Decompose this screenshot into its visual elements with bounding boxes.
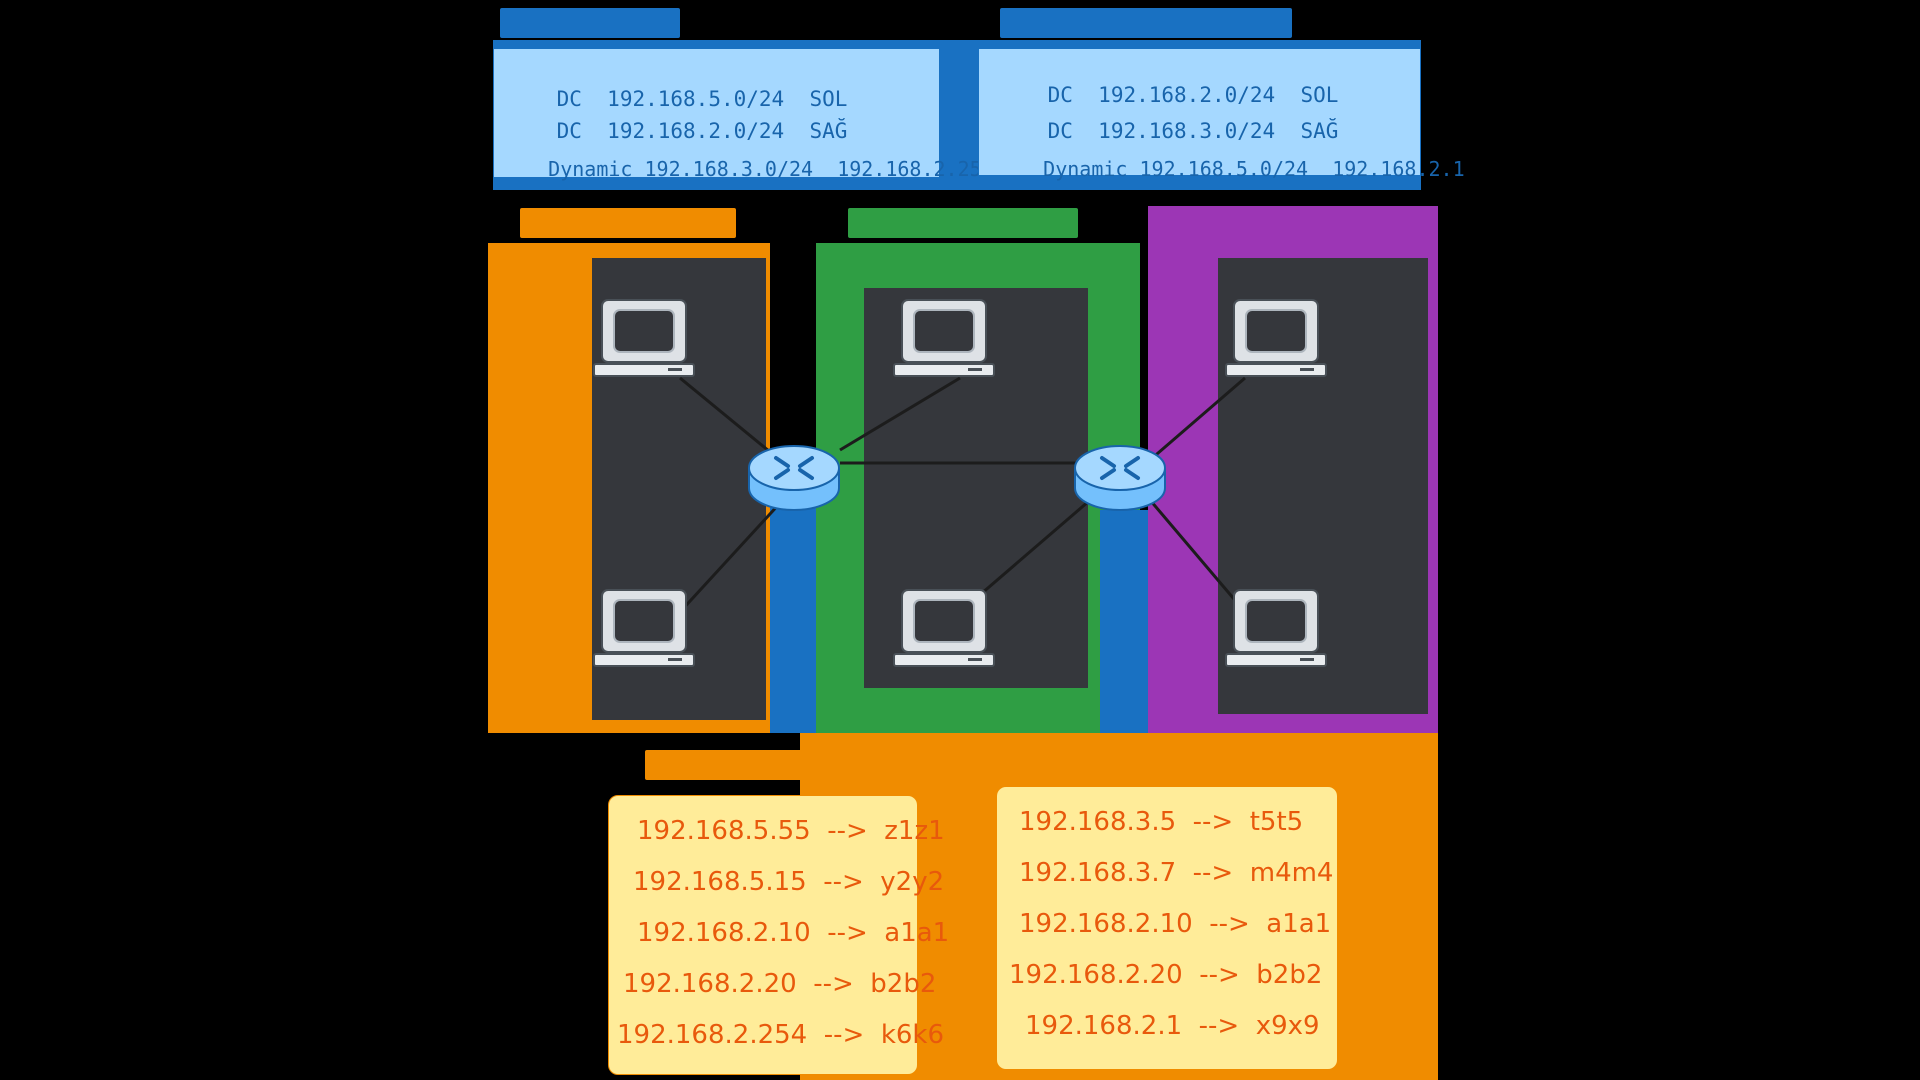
link-left-bottom [678,488,794,614]
route-type: DC [1047,119,1073,143]
arp-row: 192.168.5.55 --> z1z1 [637,816,945,846]
routing-row: DC 192.168.3.0/24 SAĞ [997,95,1339,167]
route-via: SAĞ [1300,119,1339,143]
arp-table-right: 192.168.3.5 --> t5t5 192.168.3.7 --> m4m… [996,786,1338,1070]
arp-row: 192.168.3.5 --> t5t5 [1019,807,1304,837]
laptop-icon [593,299,695,377]
route-network: 192.168.2.0/24 [1098,83,1276,107]
route-type: Dynamic [1043,157,1128,181]
laptop-icon [593,589,695,667]
link-right-bottom [1148,499,1247,613]
route-network: 192.168.3.0/24 [1098,119,1276,143]
routing-table-right: DC 192.168.2.0/24 SOL DC 192.168.3.0/24 … [978,48,1465,181]
route-type: DC [556,119,582,143]
route-type: Dynamic [548,157,633,181]
arp-row: 192.168.2.20 --> b2b2 [623,969,937,999]
arp-row: 192.168.5.15 --> y2y2 [633,867,945,897]
network-zone-left-title [520,208,736,238]
laptop-icon [1225,299,1327,377]
link-right-top [1149,376,1246,462]
arp-row: 192.168.3.7 --> m4m4 [1019,858,1334,888]
arp-row: 192.168.2.1 --> x9x9 [1025,1011,1320,1041]
routing-row: DC 192.168.2.0/24 SAĞ [506,95,848,167]
route-network: 192.168.5.0/24 [1139,157,1309,181]
route-via: SOL [809,87,848,111]
bottom-title-bar-right [1020,735,1260,765]
network-zone-middle-title [848,208,1078,238]
arp-row: 192.168.2.20 --> b2b2 [1009,960,1323,990]
network-zone-right-title [1180,208,1400,238]
route-via: 192.168.2.254 [837,157,994,181]
router-left-link-bar [770,500,816,733]
routing-row: DC 192.168.2.0/24 SOL [997,59,1339,131]
route-network: 192.168.5.0/24 [607,87,785,111]
top-title-bar-right [1000,8,1292,38]
router-icon [748,445,840,511]
route-type: DC [556,87,582,111]
route-via: 192.168.2.1 [1332,157,1465,181]
routing-row: DC 192.168.5.0/24 SOL [506,63,848,135]
laptop-icon [893,589,995,667]
route-network: 192.168.3.0/24 [644,157,814,181]
laptop-icon [1225,589,1327,667]
laptop-icon [893,299,995,377]
route-network: 192.168.2.0/24 [607,119,785,143]
arp-row: 192.168.2.10 --> a1a1 [1019,909,1332,939]
router-icon [1074,445,1166,511]
route-via: SAĞ [809,119,848,143]
top-title-bar-left [500,8,680,38]
routing-table-left: DC 192.168.5.0/24 SOL DC 192.168.2.0/24 … [493,48,994,181]
bottom-title-bar-left [645,750,865,780]
routing-row: Dynamic 192.168.3.0/24 192.168.2.254 [500,133,994,205]
arp-row: 192.168.2.10 --> a1a1 [637,918,950,948]
link-middle-top [839,376,961,452]
route-via: SOL [1300,83,1339,107]
routing-row: Dynamic 192.168.5.0/24 192.168.2.1 [995,133,1465,205]
router-right-link-bar [1100,510,1148,733]
arp-row: 192.168.2.254 --> k6k6 [617,1020,945,1050]
route-type: DC [1047,83,1073,107]
arp-table-left: 192.168.5.55 --> z1z1 192.168.5.15 --> y… [608,795,949,1075]
